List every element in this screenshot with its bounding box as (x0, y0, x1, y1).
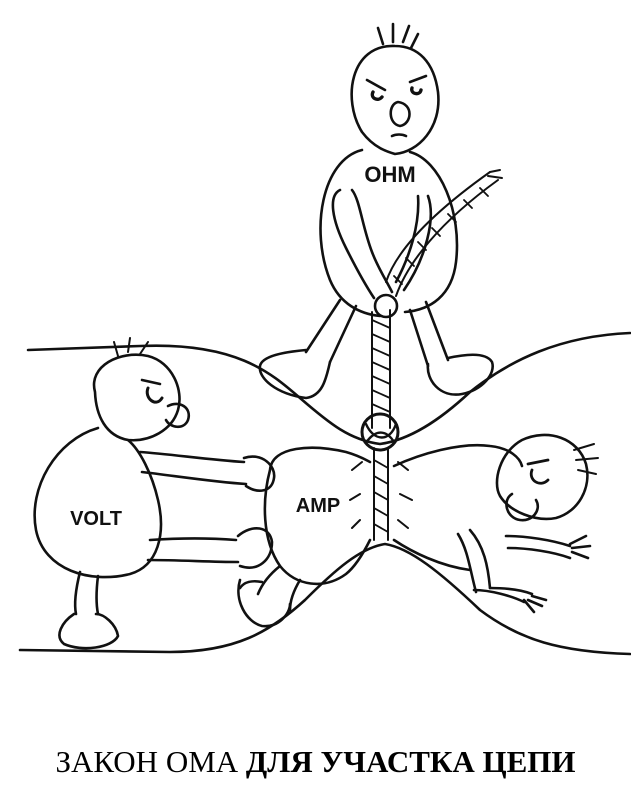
ohm-label: OHM (364, 162, 415, 187)
volt-character (33, 337, 276, 650)
amp-label: AMP (296, 495, 340, 517)
volt-label: VOLT (70, 508, 122, 530)
caption: ЗАКОН ОМА ДЛЯ УЧАСТКА ЦЕПИ (0, 742, 631, 782)
caption-regular: ЗАКОН ОМА (55, 744, 239, 779)
ohms-law-cartoon: OHM VOLT AMP (18, 22, 631, 656)
ohm-character (258, 22, 503, 541)
caption-bold: ДЛЯ УЧАСТКА ЦЕПИ (245, 744, 576, 779)
amp-character (237, 433, 599, 628)
conductor-tube (18, 331, 631, 656)
